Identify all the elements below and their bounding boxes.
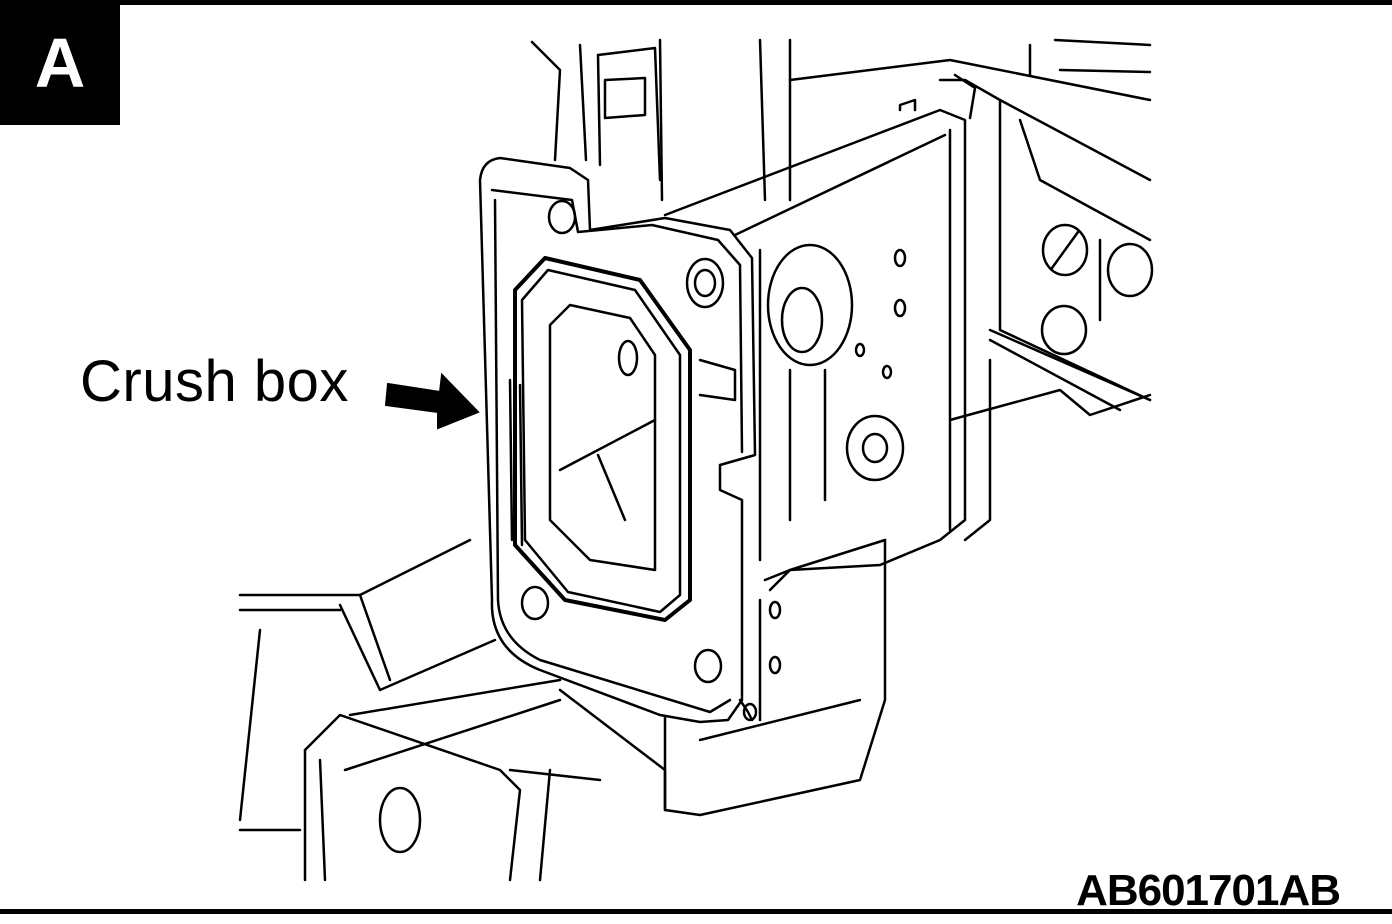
- crush-box-label: Crush box: [80, 349, 349, 414]
- bottom-border: [0, 909, 1392, 914]
- bracket-plate: [663, 73, 977, 582]
- side-rail: [788, 38, 1154, 412]
- arrow-right-icon: [384, 372, 480, 430]
- top-border: [0, 0, 1392, 5]
- view-label: A: [0, 0, 120, 125]
- lower-frame: [238, 358, 1152, 882]
- figure-id: AB601701AB: [1076, 866, 1341, 915]
- upper-pillar: [530, 38, 792, 202]
- crush-box: [478, 156, 758, 724]
